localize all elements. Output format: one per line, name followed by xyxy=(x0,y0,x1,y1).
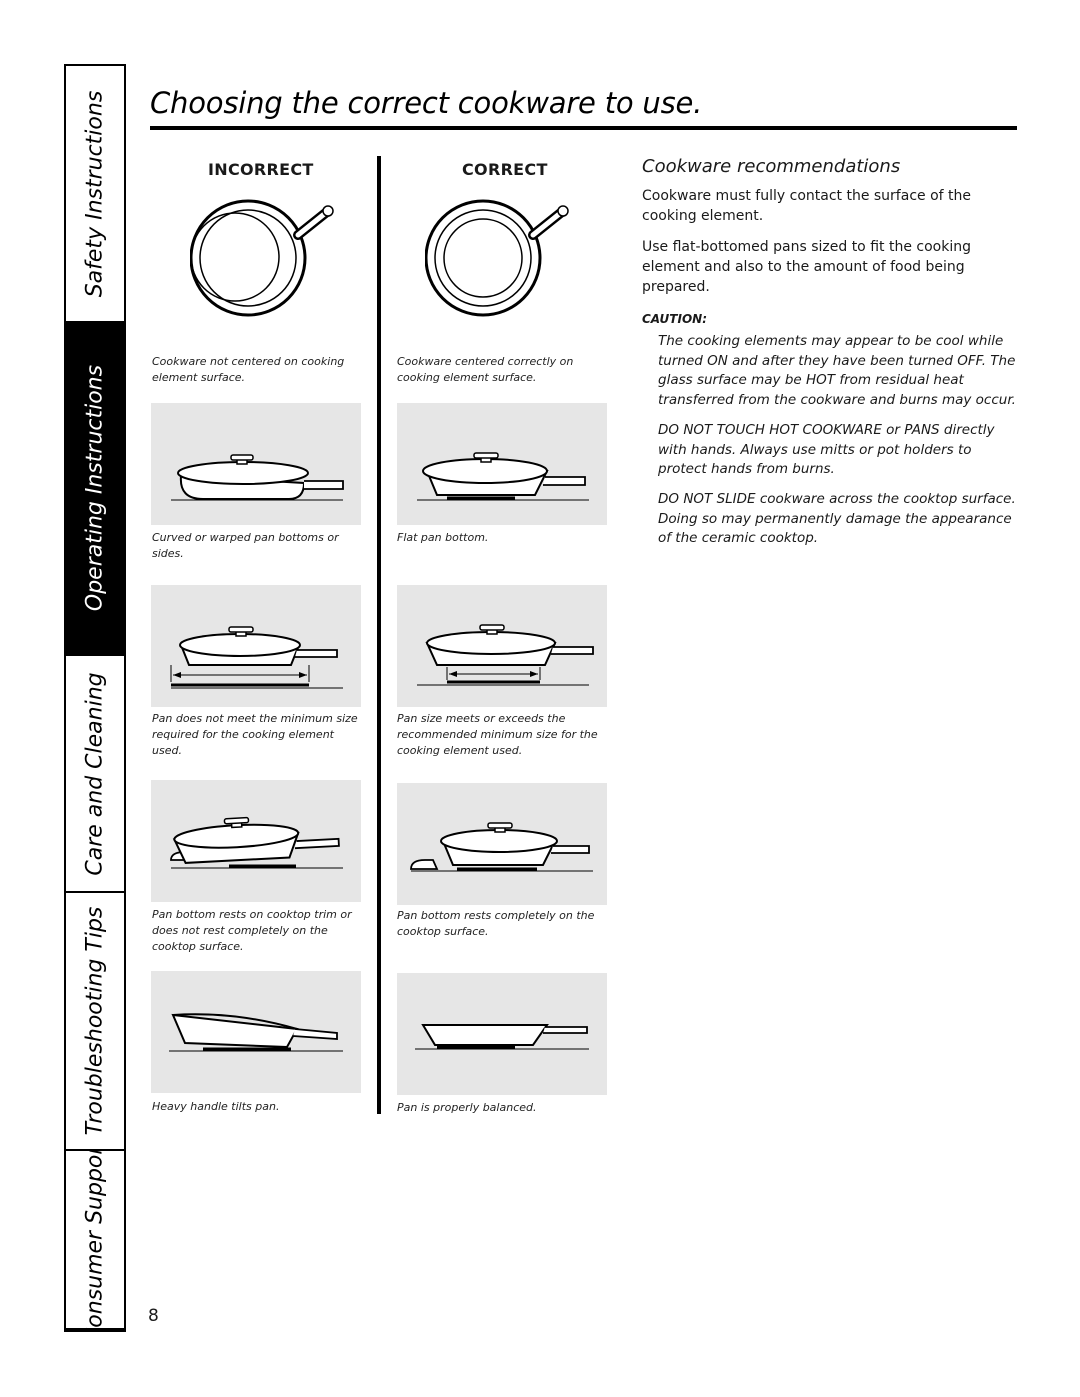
correct-heading: CORRECT xyxy=(462,160,548,179)
tab-label: Consumer Support xyxy=(82,1151,108,1330)
tab-label: Safety Instructions xyxy=(82,90,108,297)
tab-safety-instructions[interactable]: Safety Instructions xyxy=(66,66,124,321)
caution-label: CAUTION: xyxy=(642,312,707,326)
pan-on-surface-panel xyxy=(397,783,607,905)
tab-consumer-support[interactable]: Consumer Support xyxy=(66,1151,124,1330)
caption-warped: Curved or warped pan bottoms or sides. xyxy=(152,531,339,560)
flat-pan-panel xyxy=(397,403,607,525)
caution-residual-heat: The cooking elements may appear to be co… xyxy=(658,333,1016,408)
caption-tilted: Heavy handle tilts pan. xyxy=(152,1100,280,1113)
tilted-pan-panel xyxy=(151,971,361,1093)
tab-troubleshooting-tips[interactable]: Troubleshooting Tips xyxy=(66,893,124,1151)
tab-label: Troubleshooting Tips xyxy=(82,906,108,1136)
tab-label: Operating Instructions xyxy=(82,364,108,611)
caution-hot-cookware: DO NOT TOUCH HOT COOKWARE or PANS direct… xyxy=(658,422,995,477)
recommendation-flat-bottom: Use flat-bottomed pans sized to fit the … xyxy=(642,239,971,295)
section-tab-strip: Consumer Support Troubleshooting Tips Ca… xyxy=(64,64,126,1332)
recommendations-heading: Cookware recommendations xyxy=(642,156,901,177)
undersized-pan-panel xyxy=(151,585,361,707)
pan-on-trim-panel xyxy=(151,780,361,902)
caption-on-trim: Pan bottom rests on cooktop trim or does… xyxy=(152,908,352,953)
caption-on-surface: Pan bottom rests completely on the cookt… xyxy=(397,909,595,938)
warped-pan-panel xyxy=(151,403,361,525)
caption-centered: Cookware centered correctly on cooking e… xyxy=(397,355,574,384)
page-title: Choosing the correct cookware to use. xyxy=(150,86,703,120)
tab-operating-instructions[interactable]: Operating Instructions xyxy=(66,321,124,656)
balanced-pan-panel xyxy=(397,973,607,1095)
recommendation-contact: Cookware must fully contact the surface … xyxy=(642,188,971,224)
column-divider xyxy=(377,156,381,1114)
page-number: 8 xyxy=(148,1306,159,1326)
caption-undersized: Pan does not meet the minimum size requi… xyxy=(152,712,358,757)
caption-balanced: Pan is properly balanced. xyxy=(397,1101,537,1114)
tab-care-and-cleaning[interactable]: Care and Cleaning xyxy=(66,656,124,893)
caption-off-center: Cookware not centered on cooking element… xyxy=(152,355,345,384)
caution-do-not-slide: DO NOT SLIDE cookware across the cooktop… xyxy=(658,491,1016,546)
incorrect-heading: INCORRECT xyxy=(208,160,314,179)
caption-flat: Flat pan bottom. xyxy=(397,531,489,544)
caption-correct-size: Pan size meets or exceeds the recommende… xyxy=(397,712,598,757)
title-rule xyxy=(150,126,1017,130)
pan-off-center-illustration xyxy=(190,199,334,317)
tab-label: Care and Cleaning xyxy=(82,671,108,876)
pan-centered-illustration xyxy=(425,199,569,317)
correct-size-pan-panel xyxy=(397,585,607,707)
